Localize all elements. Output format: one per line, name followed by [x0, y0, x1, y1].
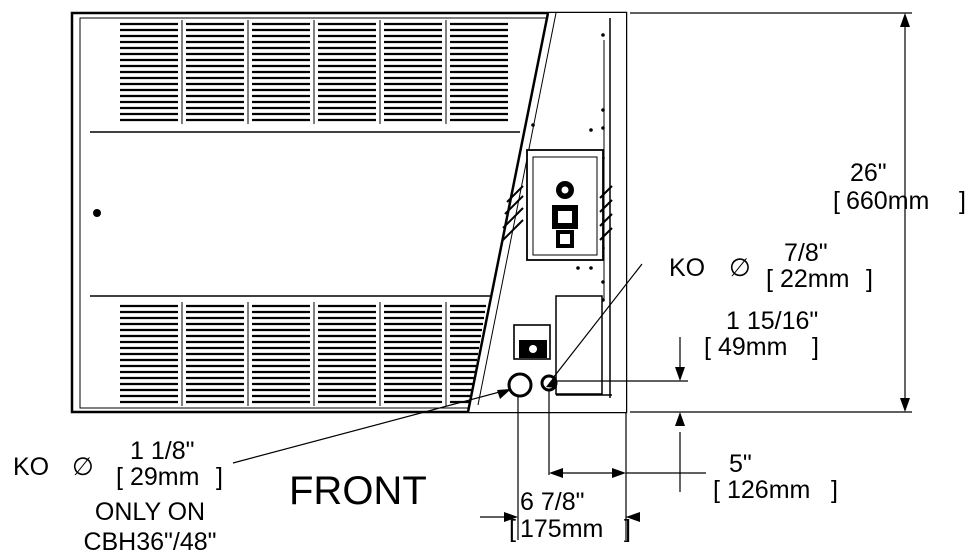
dim-5-metric: 126mm: [727, 476, 810, 504]
view-label-front: FRONT: [289, 469, 427, 513]
ko-small-offset-label: 1 15/16" [ 49mm ]: [704, 307, 819, 361]
svg-text:[: [: [509, 515, 516, 543]
svg-text:]: ]: [831, 476, 838, 504]
hatched-mounting-bracket: [502, 185, 613, 241]
svg-text:]: ]: [216, 463, 223, 491]
height-metric: 660mm: [846, 187, 929, 215]
dimension-arrowheads: [497, 13, 910, 522]
svg-text:]: ]: [959, 187, 966, 215]
ko-small-prefix: KO: [669, 254, 705, 282]
dim-6-7-8-label: 6 7/8" [ 175mm ]: [509, 488, 631, 543]
svg-text:]: ]: [812, 333, 819, 361]
dimension-lines: [232, 12, 912, 540]
control-compartment-cutaway: [466, 12, 626, 413]
svg-text:]: ]: [866, 265, 873, 293]
lower-grille: [120, 302, 486, 406]
svg-text:]: ]: [624, 515, 631, 543]
svg-text:[: [: [766, 265, 773, 293]
ko-small-metric: 22mm: [780, 265, 849, 293]
height-dimension-label: 26" [ 660mm ]: [833, 159, 966, 215]
dim-5-imperial: 5": [729, 450, 752, 478]
dim-6-7-8-imperial: 6 7/8": [520, 488, 584, 516]
diameter-symbol: ∅: [72, 453, 94, 481]
ko-large-metric: 29mm: [130, 463, 199, 491]
svg-text:[: [: [713, 476, 720, 504]
dim-6-7-8-metric: 175mm: [520, 515, 603, 543]
height-imperial: 26": [850, 159, 887, 187]
svg-text:[: [: [704, 333, 711, 361]
upper-grille: [120, 20, 508, 124]
svg-text:[: [: [116, 463, 123, 491]
svg-text:[: [: [833, 187, 840, 215]
ko-large-label: KO ∅ 1 1/8" [ 29mm ] ONLY ON CBH36"/48": [13, 437, 223, 556]
ko-small-label: KO ∅ 7/8" [ 22mm ]: [669, 239, 873, 293]
thermostat-switch: [552, 181, 578, 248]
ko-large-prefix: KO: [13, 453, 49, 481]
ko-large-note-2: CBH36"/48": [83, 528, 216, 556]
dim-5-label: 5" [ 126mm ]: [713, 450, 838, 504]
junction-block: [513, 324, 551, 360]
diameter-symbol: ∅: [729, 254, 751, 282]
ko-large-note-1: ONLY ON: [95, 498, 205, 526]
knockout-large: [507, 372, 533, 398]
offset-metric: 49mm: [718, 333, 787, 361]
offset-imperial: 1 15/16": [726, 307, 818, 335]
ko-large-imperial: 1 1/8": [130, 437, 194, 465]
ko-small-imperial: 7/8": [784, 239, 828, 267]
